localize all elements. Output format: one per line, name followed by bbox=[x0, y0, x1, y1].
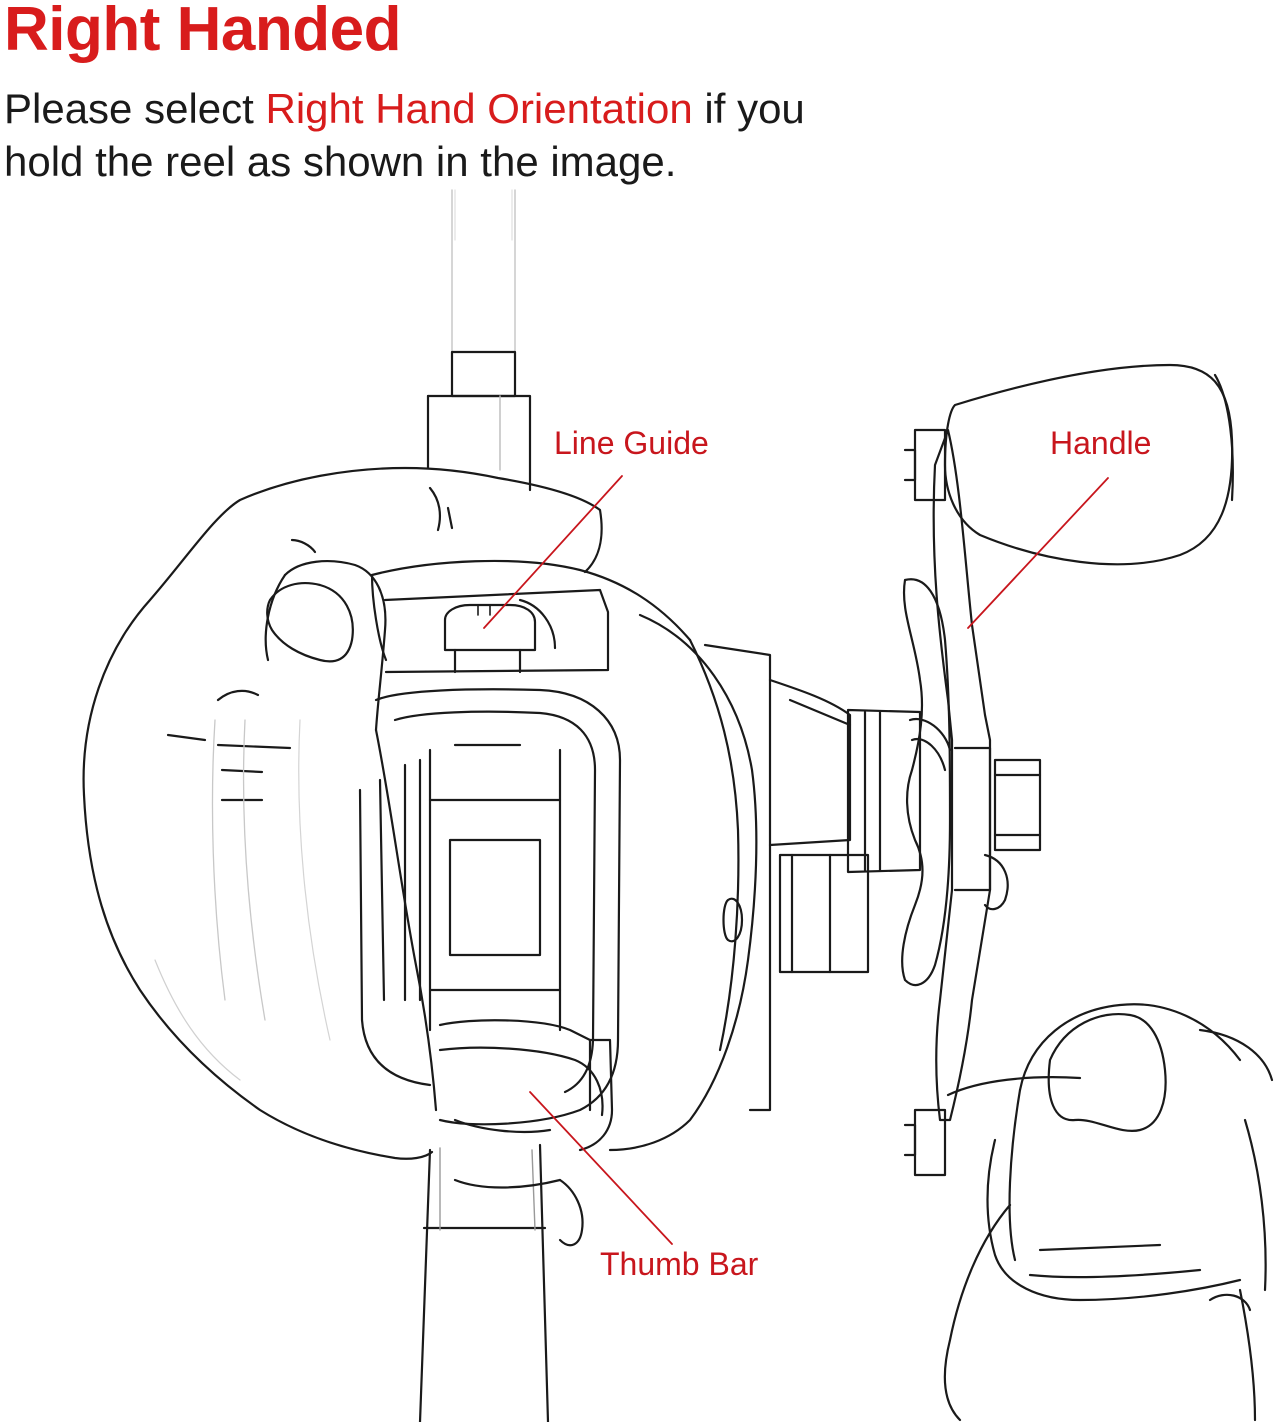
instruction-text: Please select Right Hand Orientation if … bbox=[4, 82, 904, 188]
instruction-line2: hold the reel as shown in the image. bbox=[4, 138, 677, 185]
handle-arm bbox=[932, 428, 1042, 1122]
instruction-before: Please select bbox=[4, 85, 266, 132]
label-thumb-bar: Thumb Bar bbox=[600, 1246, 759, 1282]
drag-star bbox=[778, 578, 952, 987]
right-hand bbox=[943, 1003, 1274, 1422]
leader-line-guide bbox=[483, 475, 623, 629]
leader-handle bbox=[967, 477, 1109, 629]
page-title: Right Handed bbox=[4, 0, 401, 64]
handle-knob-upper bbox=[903, 363, 1234, 566]
orientation-highlight: Right Hand Orientation bbox=[265, 85, 693, 132]
label-line-guide: Line Guide bbox=[554, 425, 709, 461]
rod-lower bbox=[418, 1143, 550, 1422]
instruction-after: if you bbox=[692, 85, 805, 132]
leader-lines bbox=[483, 475, 1109, 1245]
reel-body bbox=[358, 559, 852, 1152]
leader-thumb-bar bbox=[529, 1091, 673, 1245]
thumb-bar-part bbox=[438, 1019, 614, 1152]
label-handle: Handle bbox=[1050, 425, 1152, 461]
left-hand bbox=[82, 466, 603, 1247]
rod-upper bbox=[426, 189, 532, 492]
handle-knob-lower bbox=[903, 1076, 1082, 1177]
